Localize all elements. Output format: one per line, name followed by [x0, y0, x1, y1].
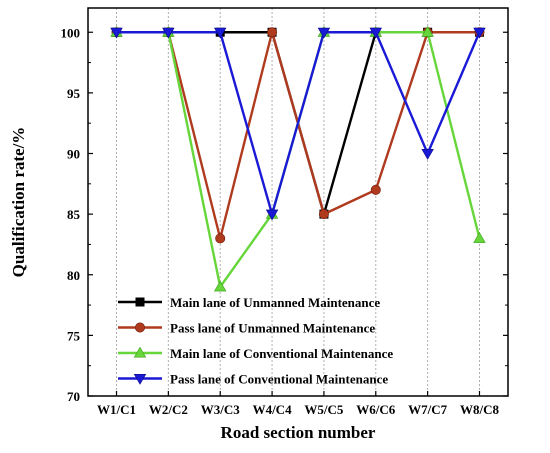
x-tick-label: W3/C3: [201, 402, 241, 417]
marker-triangle-up: [214, 280, 227, 292]
marker-circle: [267, 27, 278, 38]
series-line: [116, 31, 481, 289]
gridlines: [116, 8, 480, 396]
x-tick-label: W2/C2: [149, 402, 188, 417]
y-tick-label: 90: [67, 147, 80, 162]
series-3: [110, 25, 486, 292]
marker-triangle-down: [369, 27, 382, 39]
legend-item: Main lane of Conventional Maintenance: [118, 346, 393, 361]
marker-square: [135, 297, 145, 307]
marker-circle: [135, 322, 146, 333]
x-tick-label: W1/C1: [97, 402, 136, 417]
marker-triangle-down: [421, 149, 434, 160]
series-layer: [110, 25, 486, 292]
legend-label: Pass lane of Conventional Maintenance: [170, 372, 388, 387]
marker-triangle-down: [265, 209, 279, 221]
marker-circle: [370, 184, 381, 195]
series-4: [110, 27, 486, 221]
marker-triangle-down: [214, 27, 227, 39]
marker-triangle-down: [162, 27, 175, 39]
plot-frame: [87, 7, 509, 397]
legend-label: Main lane of Unmanned Maintenance: [170, 295, 380, 310]
marker-triangle-down: [473, 27, 486, 39]
legend-label: Main lane of Conventional Maintenance: [170, 346, 393, 361]
x-axis-title: Road section number: [221, 423, 376, 442]
axis-ticks: W1/C1 W2/C2 W3/C3 W4/C4 W5/C5 W6/C6 W7/C7 W8/C8…: [61, 25, 508, 417]
y-tick-label: 75: [67, 328, 81, 343]
y-tick-label: 85: [67, 207, 81, 222]
marker-triangle-down: [110, 27, 123, 39]
marker-triangle-up: [133, 346, 147, 358]
legend-item: Pass lane of Conventional Maintenance: [118, 372, 388, 387]
legend-label: Pass lane of Unmanned Maintenance: [170, 321, 375, 336]
marker-circle: [318, 209, 329, 220]
marker-triangle-down: [317, 27, 331, 39]
x-tick-label: W7/C7: [408, 402, 448, 417]
legend-item: Main lane of Unmanned Maintenance: [118, 295, 380, 310]
marker-triangle-up: [473, 232, 486, 243]
series-line: [116, 31, 481, 216]
marker-triangle-up: [421, 25, 434, 37]
x-tick-label: W4/C4: [253, 402, 293, 417]
marker-triangle-down: [133, 373, 147, 385]
y-tick-label: 80: [67, 268, 80, 283]
series-2: [111, 27, 485, 244]
y-tick-label: 95: [67, 86, 81, 101]
series-line: [116, 31, 480, 240]
y-axis-title: Qualification rate/%: [9, 127, 28, 278]
x-tick-label: W6/C6: [356, 402, 396, 417]
y-tick-label: 100: [61, 25, 81, 40]
x-tick-label: W8/C8: [460, 402, 500, 417]
legend-item: Pass lane of Unmanned Maintenance: [118, 321, 375, 336]
y-tick-label: 70: [67, 389, 80, 404]
x-tick-label: W5/C5: [304, 402, 344, 417]
marker-circle: [215, 233, 226, 244]
